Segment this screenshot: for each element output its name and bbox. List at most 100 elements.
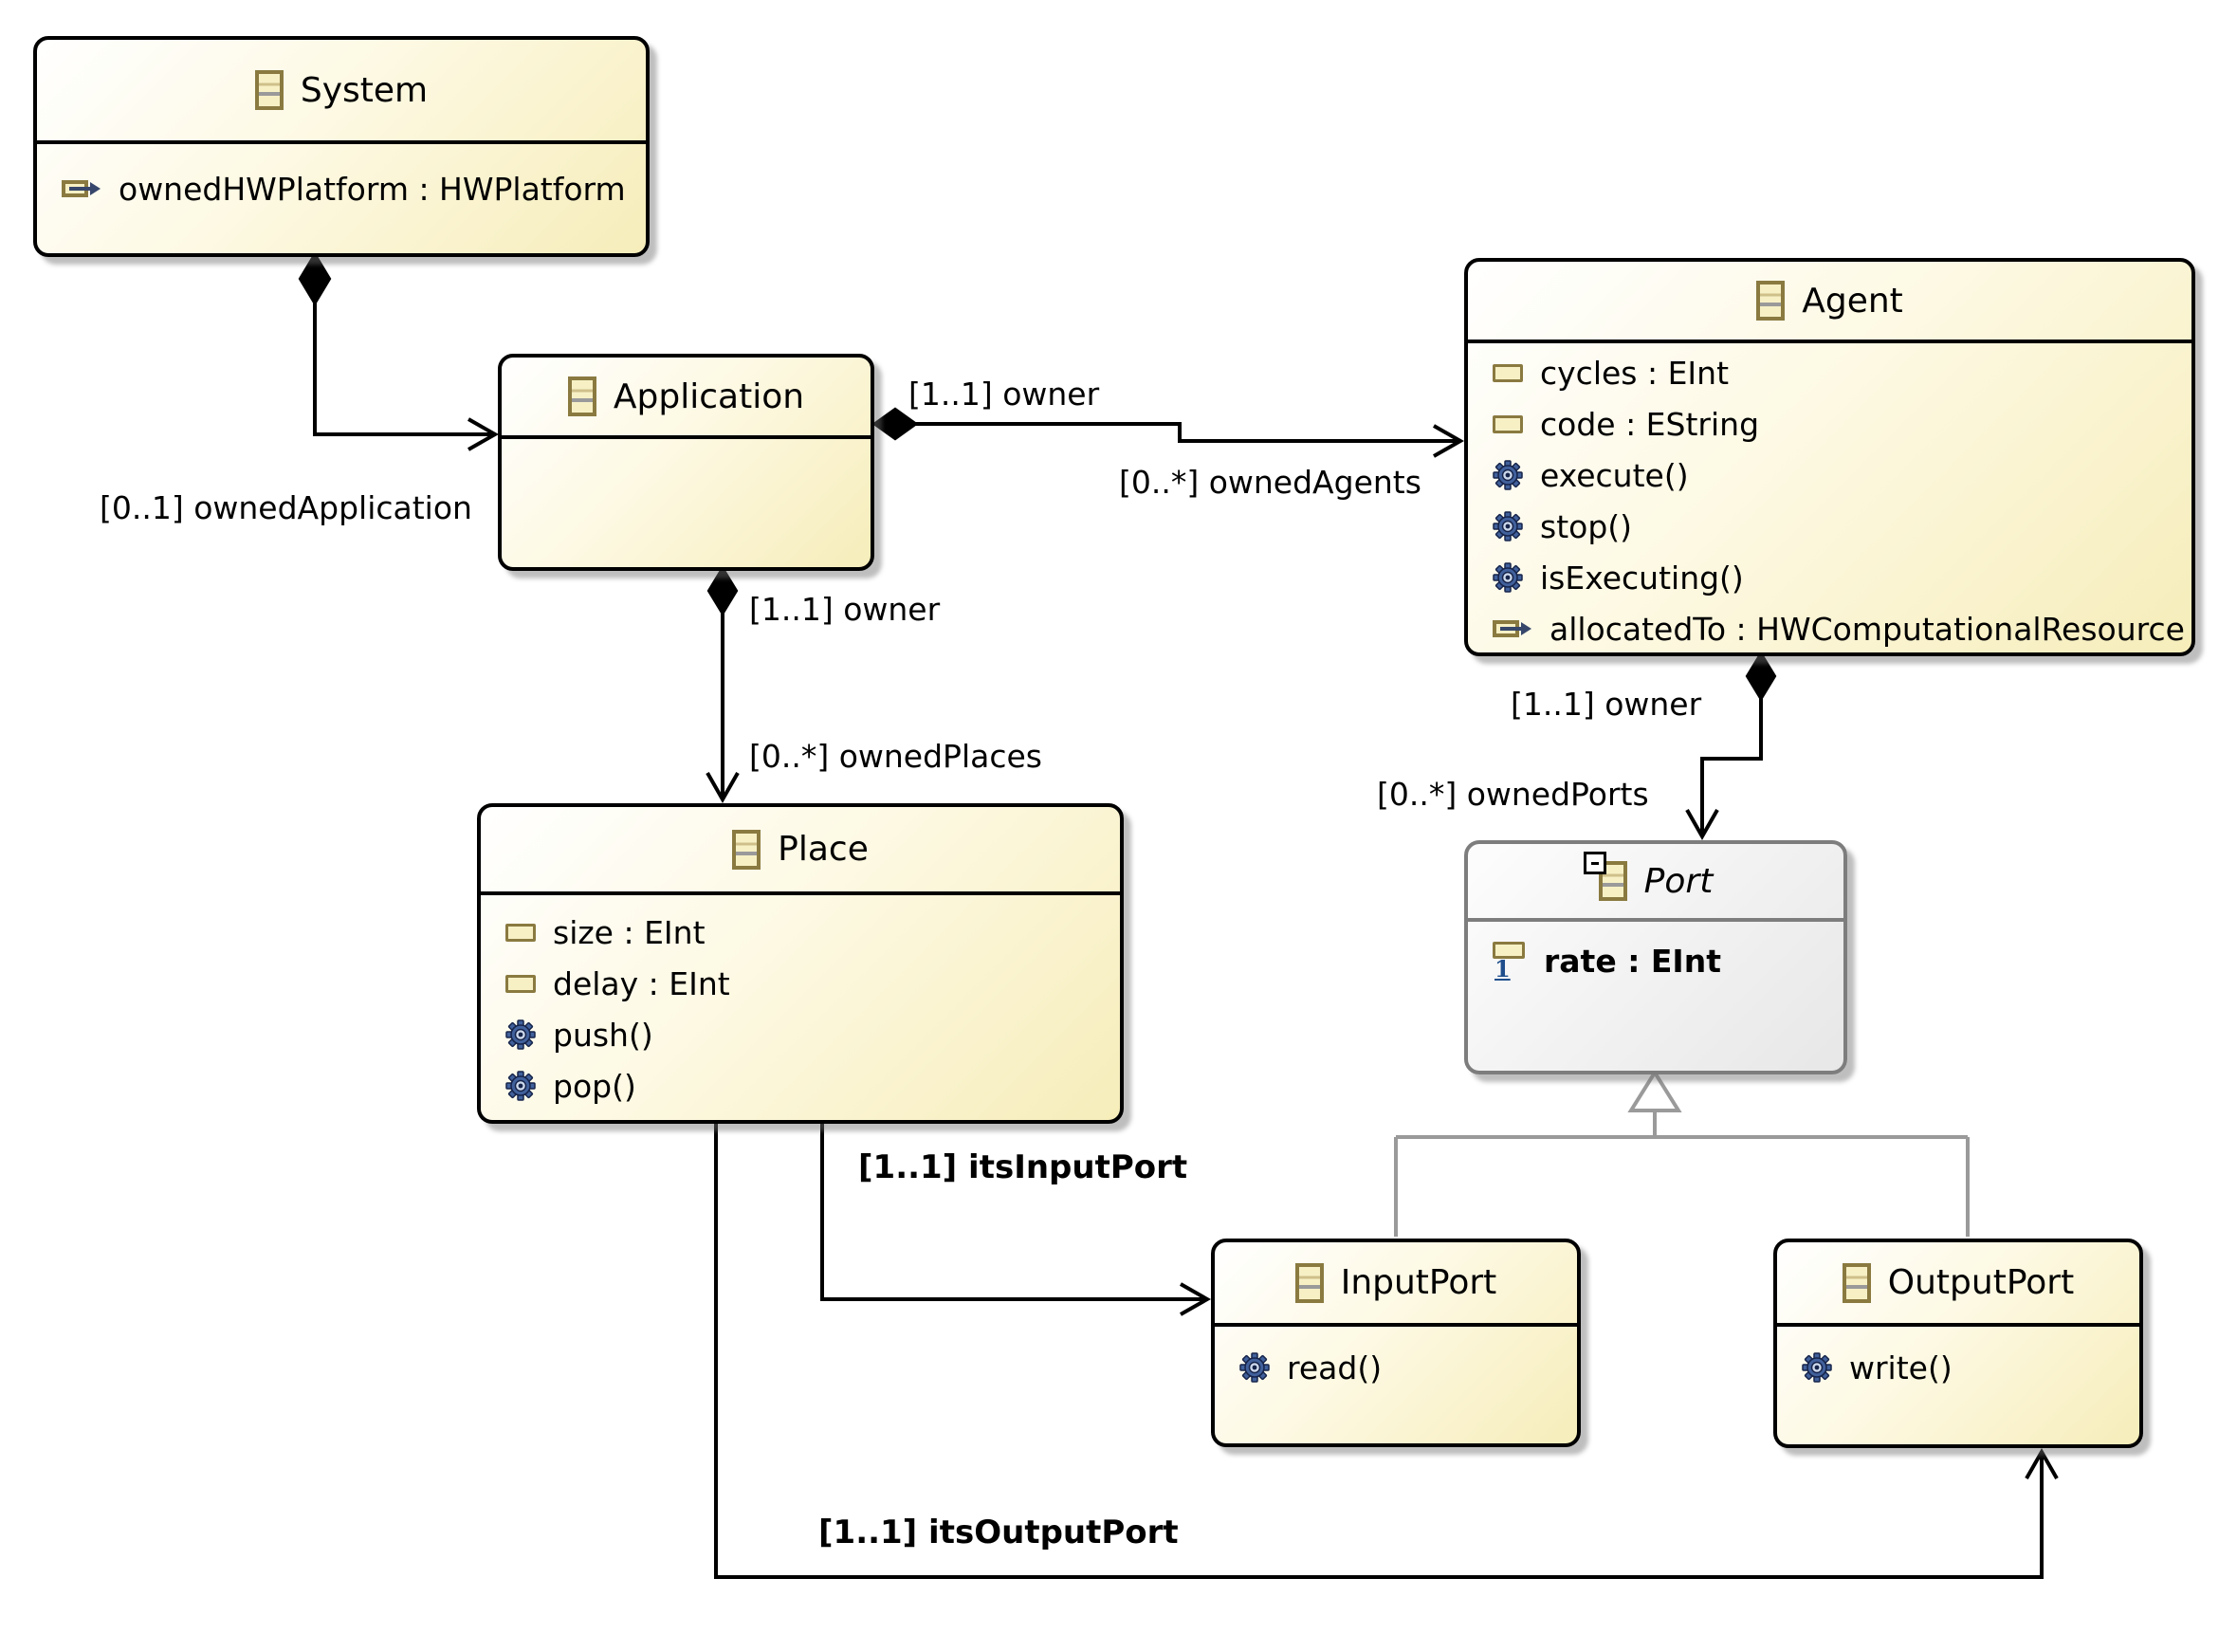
member-write[interactable]: write() [1802,1342,2139,1393]
member-label: ownedHWPlatform : HWPlatform [119,170,626,208]
eclass-icon [1842,1262,1871,1303]
eclass-icon [1583,852,1627,901]
class-title: Agent [1802,281,1903,321]
class-node-port[interactable]: Port 1 rate : EInt [1464,840,1847,1074]
member-label: code : EString [1540,405,1760,443]
member-label: pop() [553,1067,636,1105]
eclass-icon [254,70,284,110]
eattribute-icon [1493,363,1523,382]
member-label: allocatedTo : HWComputationalResource [1549,610,2185,648]
edge-label-owner-ports[interactable]: [1..1] owner [1511,686,1702,723]
member-label: isExecuting() [1540,559,1744,597]
edge-label-ownedplaces[interactable]: [0..*] ownedPlaces [749,738,1042,775]
eclass-icon [1756,281,1786,321]
eoperation-icon [1493,460,1523,490]
member-label: cycles : EInt [1540,354,1730,392]
containment-edge-ownedplaces[interactable] [706,565,740,804]
member-label: read() [1287,1349,1383,1386]
containment-diamond-icon [298,251,332,306]
eattribute-icon [505,923,536,942]
member-label: push() [553,1016,653,1054]
member-label: write() [1849,1349,1953,1386]
member-execute[interactable]: execute() [1493,450,2191,501]
containment-diamond-icon [1745,651,1777,702]
id-attribute-icon: 1 [1493,942,1527,981]
class-header: Application [502,358,871,439]
member-label: delay : EInt [553,964,730,1002]
class-header: Place [481,807,1120,895]
class-members: write() [1777,1327,2139,1393]
reference-edge-itsinputport[interactable] [820,1124,1212,1316]
class-node-place[interactable]: Place size : EInt delay : EInt push() [477,803,1124,1124]
edge-label-itsoutputport[interactable]: [1..1] itsOutputPort [818,1514,1179,1551]
class-title: Application [613,376,805,416]
member-push[interactable]: push() [505,1009,1120,1060]
edge-label-ownedagents[interactable]: [0..*] ownedAgents [1119,464,1421,501]
member-cycles[interactable]: cycles : EInt [1493,347,2191,398]
open-arrow-icon [2025,1447,2059,1479]
class-node-inputport[interactable]: InputPort read() [1211,1239,1581,1447]
member-size[interactable]: size : EInt [505,907,1120,958]
generalization-edge-ports[interactable] [1394,1069,1970,1237]
member-read[interactable]: read() [1239,1342,1577,1393]
member-pop[interactable]: pop() [505,1060,1120,1111]
open-arrow-icon [1180,1282,1212,1316]
reference-edge-itsoutputport[interactable] [714,1124,2059,1579]
class-title: InputPort [1340,1263,1497,1302]
eoperation-icon [1239,1352,1270,1383]
edge-label-ownedapplication[interactable]: [0..1] ownedApplication [100,489,472,526]
abstract-badge-icon [1583,852,1606,874]
member-delay[interactable]: delay : EInt [505,958,1120,1009]
member-ownedhwplatform[interactable]: ownedHWPlatform : HWPlatform [62,163,646,214]
class-title: Port [1643,861,1714,901]
member-isexecuting[interactable]: isExecuting() [1493,552,2191,603]
member-label: stop() [1540,507,1633,545]
class-members: ownedHWPlatform : HWPlatform [37,144,646,214]
eclass-icon [1294,1262,1324,1303]
eoperation-icon [505,1019,536,1050]
ereference-icon [62,178,101,199]
class-members: size : EInt delay : EInt push() pop() [481,895,1120,1111]
eoperation-icon [1802,1352,1832,1383]
member-code[interactable]: code : EString [1493,398,2191,450]
class-node-outputport[interactable]: OutputPort write() [1773,1239,2143,1448]
class-header: Port [1468,844,1843,922]
class-members: read() [1215,1327,1577,1393]
containment-edge-ownedapplication[interactable] [298,251,500,451]
class-node-application[interactable]: Application [498,354,874,571]
member-label: execute() [1540,456,1689,494]
containment-edge-ownedports[interactable] [1685,651,1777,841]
open-arrow-icon [468,417,500,451]
class-node-system[interactable]: System ownedHWPlatform : HWPlatform [33,36,650,257]
member-allocatedto[interactable]: allocatedTo : HWComputationalResource [1493,603,2191,654]
eoperation-icon [1493,562,1523,593]
edge-label-owner-agents[interactable]: [1..1] owner [908,376,1100,413]
open-arrow-icon [706,772,740,804]
edge-label-ownedports[interactable]: [0..*] ownedPorts [1377,776,1649,813]
edge-label-owner-places[interactable]: [1..1] owner [749,591,941,628]
class-header: InputPort [1215,1242,1577,1327]
member-label: size : EInt [553,913,706,951]
containment-diamond-icon [871,407,919,441]
class-title: System [300,70,429,110]
eoperation-icon [505,1071,536,1101]
class-header: Agent [1468,262,2191,343]
eattribute-icon [505,974,536,993]
class-members: 1 rate : EInt [1468,922,1843,986]
class-members [502,439,871,449]
eclass-icon [732,829,761,870]
class-node-agent[interactable]: Agent cycles : EInt code : EString execu… [1464,258,2195,656]
eoperation-icon [1493,511,1523,541]
class-title: OutputPort [1887,1263,2075,1302]
containment-edge-ownedagents[interactable] [871,407,1465,458]
edge-label-itsinputport[interactable]: [1..1] itsInputPort [858,1148,1188,1186]
generalization-triangle-icon [1627,1069,1682,1112]
member-label: rate : EInt [1544,942,1721,980]
member-stop[interactable]: stop() [1493,501,2191,552]
eclass-icon [567,376,596,416]
class-title: Place [778,830,869,869]
open-arrow-icon [1685,809,1719,841]
member-rate[interactable]: 1 rate : EInt [1493,935,1843,986]
